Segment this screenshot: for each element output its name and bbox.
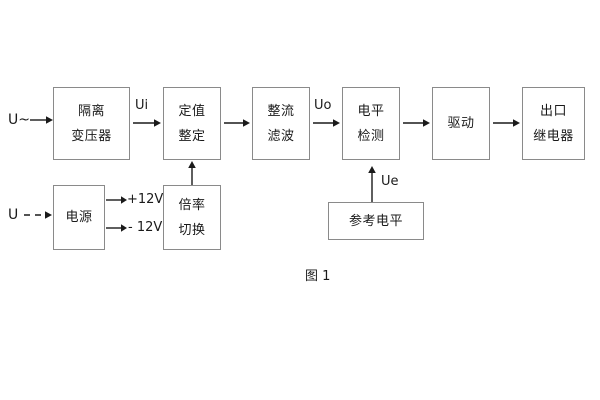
block-ratio-switch[interactable]: 倍率 切换 bbox=[163, 185, 221, 250]
block-line: 隔离 bbox=[77, 103, 105, 119]
arrow-right-icon bbox=[224, 117, 250, 129]
block-line: 电平 bbox=[357, 103, 385, 119]
block-line: 切换 bbox=[178, 222, 206, 238]
arrow-right-icon bbox=[133, 117, 161, 129]
arrow-right-icon bbox=[313, 117, 340, 129]
block-isolation-transformer[interactable]: 隔离 变压器 bbox=[53, 87, 130, 160]
block-line: 变压器 bbox=[71, 128, 112, 144]
block-line: 参考电平 bbox=[348, 213, 403, 229]
signal-label-ui: Ui bbox=[135, 98, 149, 113]
arrow-right-icon bbox=[403, 117, 430, 129]
dashed-arrow-right-icon bbox=[24, 209, 53, 221]
signal-label-ue: Ue bbox=[381, 174, 399, 189]
block-level-detection[interactable]: 电平 检测 bbox=[342, 87, 400, 160]
rail-label-positive-12v: +12V bbox=[127, 192, 164, 207]
arrow-up-icon bbox=[366, 166, 378, 202]
block-line: 检测 bbox=[357, 128, 385, 144]
arrow-right-icon bbox=[493, 117, 520, 129]
block-rectify-filter[interactable]: 整流 滤波 bbox=[252, 87, 310, 160]
block-line: 驱动 bbox=[447, 116, 475, 131]
block-line: 滤波 bbox=[267, 128, 295, 144]
input-terminal-ac-label: U~ bbox=[8, 112, 30, 128]
input-terminal-dc-label: U bbox=[8, 207, 19, 223]
arrow-up-icon bbox=[186, 161, 198, 186]
block-line: 整流 bbox=[267, 103, 295, 119]
block-output-relay[interactable]: 出口 继电器 bbox=[522, 87, 585, 160]
block-line: 整定 bbox=[178, 128, 206, 144]
signal-label-uo: Uo bbox=[314, 98, 332, 113]
block-line: 继电器 bbox=[533, 128, 574, 144]
figure-caption: 图 1 bbox=[305, 269, 331, 284]
rail-label-negative-12v: - 12V bbox=[128, 220, 163, 235]
block-setting-value[interactable]: 定值 整定 bbox=[163, 87, 221, 160]
arrow-right-icon bbox=[30, 114, 54, 126]
arrow-right-icon bbox=[106, 222, 128, 234]
block-drive[interactable]: 驱动 bbox=[432, 87, 490, 160]
block-reference-level[interactable]: 参考电平 bbox=[328, 202, 424, 240]
block-power-supply[interactable]: 电源 bbox=[53, 185, 105, 250]
block-line: 电源 bbox=[65, 210, 93, 225]
block-line: 定值 bbox=[178, 103, 206, 119]
block-line: 出口 bbox=[539, 103, 567, 119]
block-line: 倍率 bbox=[178, 197, 206, 213]
arrow-right-icon bbox=[106, 194, 128, 206]
